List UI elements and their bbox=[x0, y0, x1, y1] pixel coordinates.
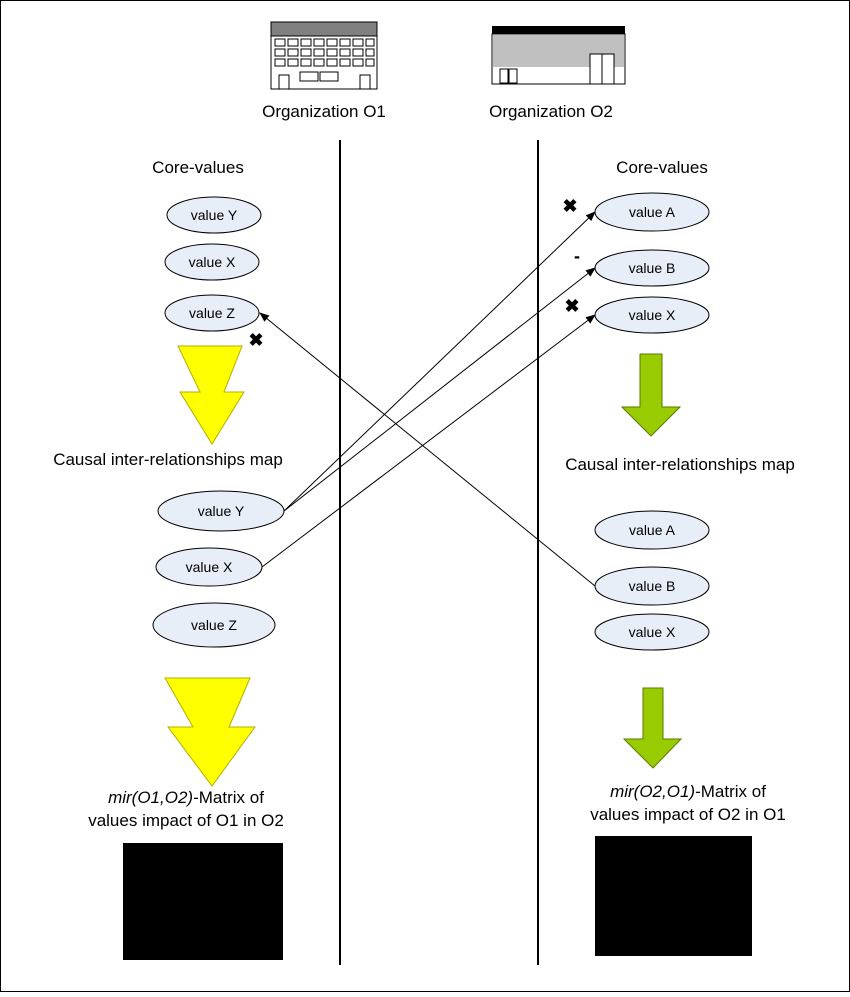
o1-core-value-oval: value Z bbox=[164, 294, 260, 332]
o2-map-value-oval: value B bbox=[594, 566, 710, 606]
o2-matrix-title: mir(O2,O1)-Matrix of bbox=[610, 782, 766, 801]
office-building-icon bbox=[270, 21, 378, 90]
o2-flow-arrow-2 bbox=[622, 687, 683, 769]
o2-map-heading: Causal inter-relationships map bbox=[565, 455, 795, 474]
svg-text:value B: value B bbox=[629, 578, 676, 594]
svg-text:value B: value B bbox=[629, 260, 676, 276]
svg-text:value A: value A bbox=[629, 204, 676, 220]
o2-flow-arrow-1 bbox=[620, 353, 682, 437]
svg-text:value X: value X bbox=[629, 307, 676, 323]
impact-mark-o2-value-x: ✖ bbox=[564, 296, 579, 316]
o1-flow-arrow-1 bbox=[177, 345, 245, 445]
svg-text:value A: value A bbox=[629, 522, 676, 538]
o1-matrix-title: mir(O1,O2)-Matrix of bbox=[108, 788, 264, 807]
impact-mark-o2-value-b: - bbox=[574, 246, 580, 266]
o1-matrix-subtitle: values impact of O1 in O2 bbox=[88, 811, 284, 830]
impact-mark-o1-value-z: ✖ bbox=[248, 330, 263, 350]
svg-text:value X: value X bbox=[189, 254, 236, 270]
svg-text:value X: value X bbox=[186, 559, 233, 575]
o2-map-value-oval: value X bbox=[594, 613, 710, 651]
svg-text:value X: value X bbox=[629, 624, 676, 640]
o1-flow-arrow-2 bbox=[164, 677, 256, 787]
svg-text:value Z: value Z bbox=[191, 617, 237, 633]
org-o1-name: Organization O1 bbox=[262, 102, 386, 121]
o1-core-value-oval: value Y bbox=[166, 196, 262, 234]
impact-mark-o2-value-a: ✖ bbox=[562, 196, 577, 216]
o2-map-value-oval: value A bbox=[594, 510, 710, 550]
o2-core-value-oval: value A bbox=[594, 192, 710, 232]
o1-map-value-oval: value Z bbox=[152, 602, 276, 648]
o1-map-value-oval: value X bbox=[155, 547, 263, 587]
svg-text:value Z: value Z bbox=[189, 305, 235, 321]
arrow-o1-y-to-o2-a bbox=[283, 211, 596, 512]
o2-core-value-oval: value X bbox=[594, 296, 710, 334]
warehouse-building-icon bbox=[491, 26, 626, 85]
o2-core-values-heading: Core-values bbox=[616, 158, 708, 177]
o2-core-value-oval: value B bbox=[594, 249, 710, 287]
svg-text:value Y: value Y bbox=[191, 207, 238, 223]
o1-impact-matrix bbox=[123, 843, 283, 960]
o2-matrix-subtitle: values impact of O2 in O1 bbox=[590, 805, 786, 824]
svg-text:value Y: value Y bbox=[198, 503, 245, 519]
o1-core-value-oval: value X bbox=[164, 243, 260, 281]
arrow-o2-b-to-o1-z bbox=[259, 312, 596, 587]
arrow-o1-y-to-o2-b bbox=[283, 267, 596, 512]
arrow-o1-x-to-o2-x bbox=[261, 314, 596, 568]
o2-impact-matrix bbox=[595, 836, 752, 956]
o1-map-heading: Causal inter-relationships map bbox=[53, 450, 283, 469]
o1-core-values-heading: Core-values bbox=[152, 158, 244, 177]
org-o2-name: Organization O2 bbox=[489, 102, 613, 121]
o1-map-value-oval: value Y bbox=[157, 490, 285, 532]
